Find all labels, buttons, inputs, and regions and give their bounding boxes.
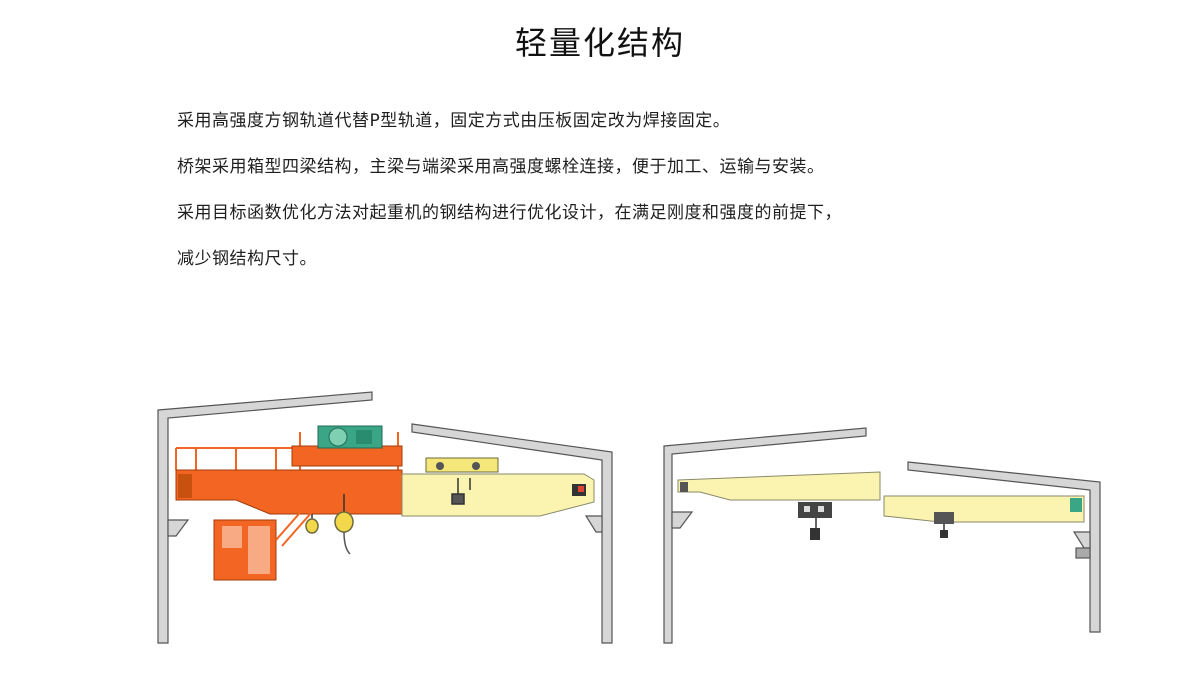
new-girder-yellow [401,457,595,517]
left-building-frame [157,391,613,644]
crane-comparison-illustration [157,391,1101,644]
old-single-girder [677,471,881,540]
page-title: 轻量化结构 [514,24,685,62]
old-girder-orange [175,432,403,581]
hooks-left [305,478,471,555]
paragraph-reduction: 减少钢结构尺寸。 [177,249,317,269]
trolley-winch [317,425,383,449]
paragraph-bridge: 桥架采用箱型四梁结构，主梁与端梁采用高强度螺栓连接，便于加工、运输与安装。 [177,157,825,177]
right-building-frame [663,427,1101,644]
paragraph-optimization: 采用目标函数优化方法对起重机的钢结构进行优化设计，在满足刚度和强度的前提下， [177,203,842,223]
paragraph-track: 采用高强度方钢轨道代替P型轨道，固定方式由压板固定改为焊接固定。 [177,111,731,131]
description: 采用高强度方钢轨道代替P型轨道，固定方式由压板固定改为焊接固定。 桥架采用箱型四… [177,98,1077,282]
new-single-girder [883,495,1085,538]
